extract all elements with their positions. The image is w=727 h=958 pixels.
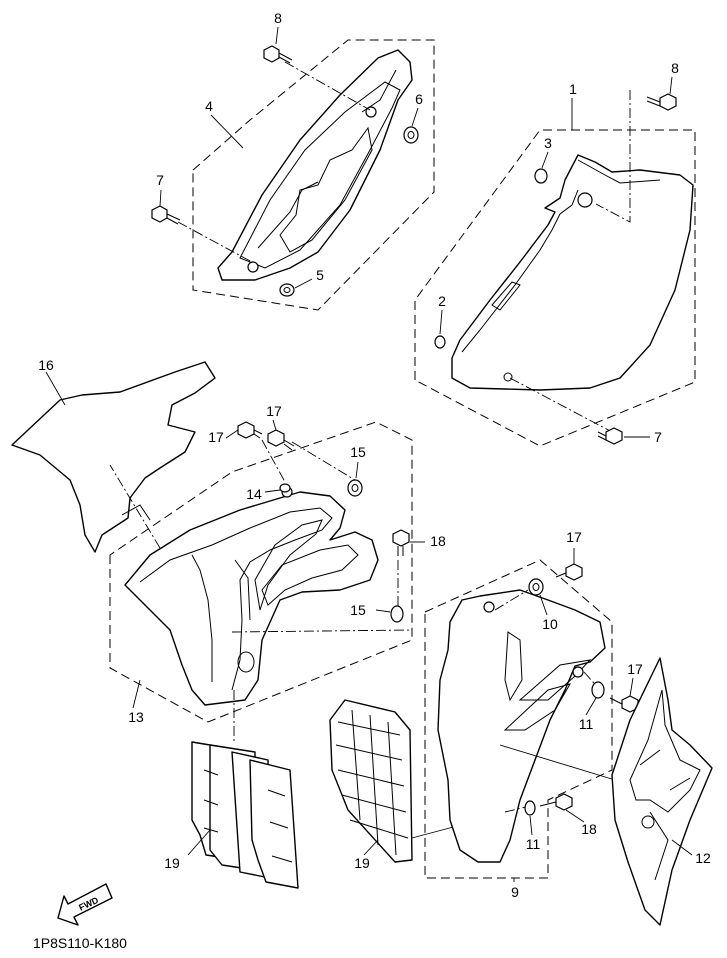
callout-14: 14	[246, 486, 262, 502]
part-12-scoop-graphic	[611, 657, 713, 926]
leader-lines	[45, 26, 693, 882]
collar-11-b	[524, 800, 536, 816]
callout-10: 10	[542, 616, 558, 632]
part-19-louver-left	[191, 741, 299, 889]
grommet-5	[279, 283, 295, 297]
callout-15-lower: 15	[350, 602, 366, 618]
callout-18-upper: 18	[430, 533, 446, 549]
bolt-17-d	[609, 695, 639, 713]
callout-13: 13	[128, 709, 144, 725]
bolt-7-left	[151, 205, 181, 225]
collar-15-a	[347, 479, 363, 497]
callout-17-a: 17	[208, 429, 224, 445]
callout-8-right: 8	[671, 60, 679, 76]
callout-11-upper: 11	[579, 716, 594, 732]
collar-14	[279, 483, 291, 493]
callout-2: 2	[438, 293, 446, 309]
bolt-8-upper-right	[646, 93, 677, 111]
callout-1: 1	[569, 81, 577, 97]
bolt-17-c	[555, 563, 583, 581]
callout-16: 16	[38, 357, 54, 373]
callout-17-d: 17	[627, 661, 643, 677]
bolt-8-upper-left	[263, 45, 293, 64]
part-19-louver-right	[329, 699, 413, 863]
callout-12: 12	[695, 850, 711, 866]
part-13-radiator-shroud	[109, 421, 413, 742]
callout-15-upper: 15	[350, 444, 366, 460]
diagram-code: 1P8S110-K180	[33, 935, 127, 951]
bolt-18-lower	[539, 793, 573, 811]
callout-5: 5	[316, 267, 324, 283]
part-16-graphic	[11, 361, 216, 553]
bolt-7-right	[597, 427, 623, 445]
grommet-2	[434, 335, 446, 349]
callout-17-c: 17	[566, 529, 582, 545]
part-4-side-cover	[177, 39, 435, 311]
callout-3: 3	[544, 135, 552, 151]
bolt-17-a	[237, 421, 263, 439]
collar-11-a	[591, 681, 605, 699]
collar-15-b	[390, 605, 404, 623]
part-1-side-cover	[414, 90, 696, 447]
grommet-3	[534, 168, 548, 184]
collar-10	[528, 578, 544, 596]
callout-6: 6	[415, 91, 423, 107]
callout-8-left: 8	[274, 10, 282, 26]
callout-19-left: 19	[164, 855, 180, 871]
callout-18-lower: 18	[581, 821, 597, 837]
callout-4: 4	[205, 98, 213, 114]
callout-19-right: 19	[354, 855, 370, 871]
grommet-6	[403, 126, 419, 144]
callout-9: 9	[511, 884, 519, 900]
callout-17-b: 17	[266, 403, 282, 419]
callout-11-lower: 11	[526, 836, 541, 852]
callout-7-right: 7	[654, 429, 662, 445]
bolt-17-b	[267, 429, 295, 451]
bolt-18-upper	[392, 529, 410, 556]
callout-labels: 1 2 3 4 5 6 7 7 8 8 9 10 11 11 12 13 14 …	[38, 10, 711, 900]
callout-7-left: 7	[156, 172, 164, 188]
fwd-arrow-icon: FWD	[57, 883, 113, 926]
